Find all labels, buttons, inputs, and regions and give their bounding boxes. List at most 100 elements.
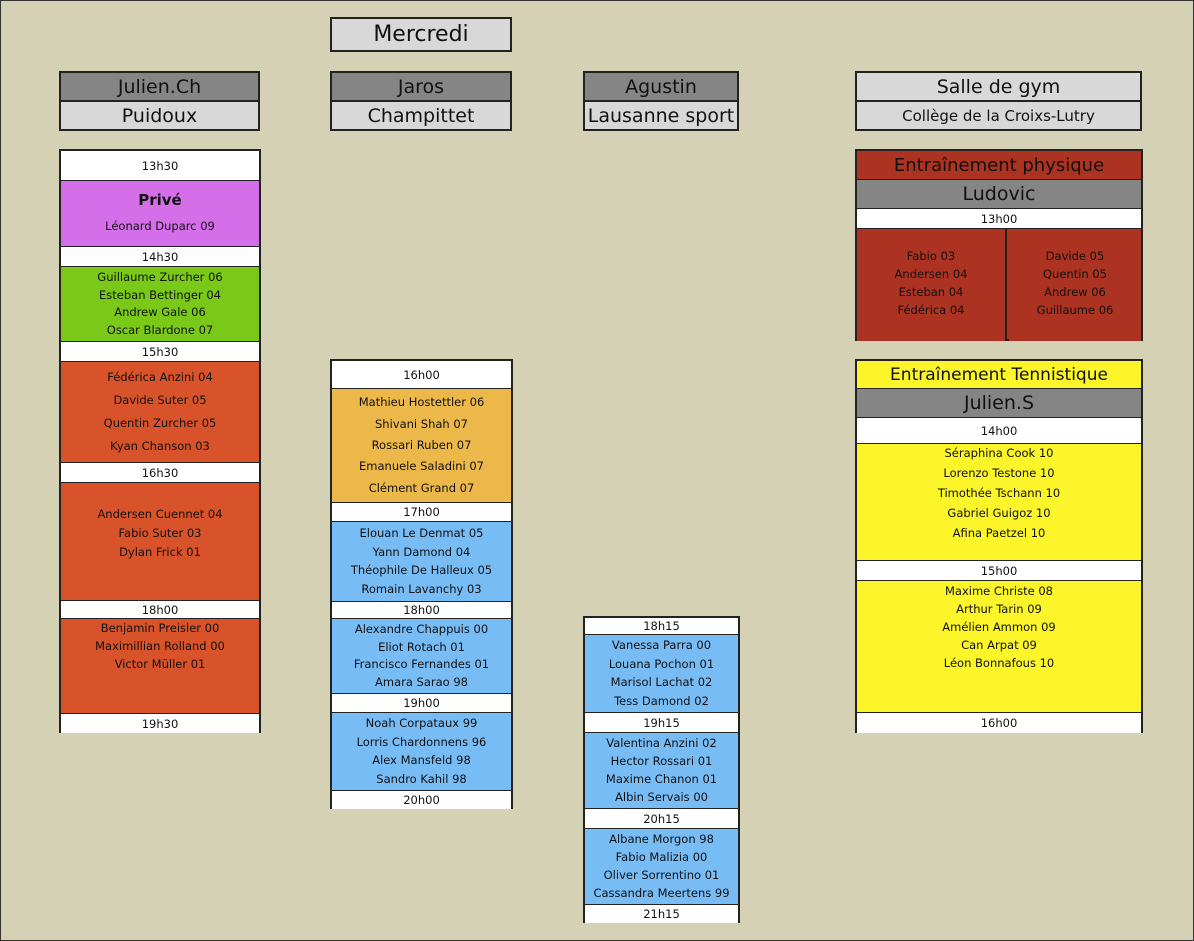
student-name: Noah Corpataux 99	[365, 716, 478, 731]
tennis-training-coach: Julien.S	[857, 389, 1141, 418]
student-name: Cassandra Meertens 99	[593, 886, 730, 900]
student-name: Alexandre Chappuis 00	[354, 621, 489, 636]
coach-header-agustin: Agustin	[583, 71, 739, 102]
student-name: Esteban Bettinger 04	[99, 287, 221, 302]
student-name: Valentina Anzini 02	[606, 736, 717, 750]
lesson-block[interactable]: Benjamin Preisler 00 Maximillian Rolland…	[61, 619, 259, 713]
student-name: Davide Suter 05	[113, 393, 207, 407]
lesson-block[interactable]: Valentina Anzini 02 Hector Rossari 01 Ma…	[585, 733, 738, 808]
student-name: Romain Lavanchy 03	[361, 582, 482, 597]
time-slot: 21h15	[585, 904, 738, 923]
physical-training-coach: Ludovic	[857, 180, 1141, 209]
time-slot: 17h00	[332, 502, 511, 522]
coach-header-jaros: Jaros	[330, 71, 512, 102]
student-name: Rossari Ruben 07	[371, 437, 472, 452]
student-name: Emanuele Saladini 07	[359, 459, 484, 474]
student-name: Maxime Christe 08	[944, 584, 1053, 598]
time-slot: 19h30	[61, 713, 259, 733]
tennis-training-title: Entraînement Tennistique	[857, 361, 1141, 389]
lesson-block[interactable]: Vanessa Parra 00 Louana Pochon 01 Mariso…	[585, 635, 738, 712]
student-name: Quentin Zurcher 05	[103, 416, 217, 430]
lesson-block[interactable]: Albane Morgon 98 Fabio Malizia 00 Oliver…	[585, 829, 738, 904]
student-name: Victor Müller 01	[114, 657, 206, 671]
student-name: Louana Pochon 01	[608, 656, 715, 671]
time-slot: 13h30	[61, 151, 259, 181]
time-slot: 15h30	[61, 341, 259, 362]
student-name: Shivani Shah 07	[375, 416, 468, 431]
student-name: Maxime Chanon 01	[605, 772, 718, 786]
lesson-block[interactable]: Fédérica Anzini 04 Davide Suter 05 Quent…	[61, 362, 259, 462]
student-name: Albane Morgon 98	[609, 832, 714, 846]
student-name: Mathieu Hostettler 06	[358, 395, 485, 410]
student-name: Vanessa Parra 00	[611, 638, 712, 653]
student-name: Tess Damond 02	[614, 693, 709, 708]
time-slot: 16h00	[332, 361, 511, 389]
time-slot: 13h00	[857, 209, 1141, 229]
time-slot: 20h00	[332, 790, 511, 809]
student-name: Fabio 03	[906, 249, 956, 263]
schedule-column-julien-ch: 13h30 Privé Léonard Duparc 09 14h30 Guil…	[59, 149, 261, 733]
time-slot: 18h00	[61, 600, 259, 619]
student-name: Eliot Rotach 01	[378, 639, 465, 654]
student-name: Oscar Blardone 07	[106, 323, 214, 338]
student-name: Arthur Tarin 09	[956, 602, 1042, 616]
student-name: Gabriel Guigoz 10	[947, 506, 1051, 520]
lesson-block[interactable]: Andersen Cuennet 04 Fabio Suter 03 Dylan…	[61, 483, 259, 600]
time-slot: 15h00	[857, 560, 1141, 581]
student-name: Amara Sarao 98	[375, 675, 468, 690]
student-name: Oliver Sorrentino 01	[603, 868, 720, 882]
student-name: Francisco Fernandes 01	[353, 657, 490, 672]
student-name: Léon Bonnafous 10	[943, 656, 1055, 670]
student-name: Théophile De Halleux 05	[350, 563, 493, 578]
student-name: Léonard Duparc 09	[105, 219, 215, 234]
place-header-puidoux: Puidoux	[59, 100, 260, 131]
student-name: Yann Damond 04	[372, 544, 471, 559]
time-slot: 18h15	[585, 618, 738, 635]
student-name: Benjamin Preisler 00	[100, 621, 220, 635]
student-name: Davide 05	[1045, 249, 1105, 263]
venue-header-college: Collège de la Croixs-Lutry	[855, 100, 1142, 131]
day-title: Mercredi	[330, 17, 512, 52]
student-name: Séraphina Cook 10	[944, 446, 1054, 460]
student-name: Guillaume 06	[1036, 303, 1114, 317]
student-name: Sandro Kahil 98	[376, 771, 467, 786]
lesson-block-prive[interactable]: Privé Léonard Duparc 09	[61, 181, 259, 246]
student-name: Albin Servais 00	[615, 790, 708, 804]
lesson-block[interactable]: Maxime Christe 08 Arthur Tarin 09 Amélie…	[857, 581, 1141, 712]
student-name: Fabio Malizia 00	[615, 850, 708, 864]
lesson-title: Privé	[138, 190, 182, 209]
lesson-block[interactable]: Séraphina Cook 10 Lorenzo Testone 10 Tim…	[857, 444, 1141, 560]
physical-training-block: Entraînement physique Ludovic 13h00 Fabi…	[855, 149, 1143, 341]
time-slot: 19h15	[585, 712, 738, 733]
lesson-block[interactable]: Guillaume Zurcher 06 Esteban Bettinger 0…	[61, 267, 259, 341]
time-slot: 20h15	[585, 808, 738, 829]
student-name: Clément Grand 07	[368, 480, 475, 495]
time-slot: 14h00	[857, 418, 1141, 444]
physical-group-right[interactable]: Davide 05 Quentin 05 Andrew 06 Guillaume…	[1009, 229, 1141, 341]
schedule-column-jaros: 16h00 Mathieu Hostettler 06 Shivani Shah…	[330, 359, 513, 809]
physical-group-left[interactable]: Fabio 03 Andersen 04 Esteban 04 Fédérica…	[857, 229, 1007, 341]
coach-header-julien-ch: Julien.Ch	[59, 71, 260, 102]
student-name: Guillaume Zurcher 06	[97, 269, 223, 284]
student-name: Elouan Le Denmat 05	[359, 525, 484, 540]
student-name: Lorenzo Testone 10	[943, 466, 1055, 480]
student-name: Maximillian Rolland 00	[95, 639, 225, 653]
physical-training-title: Entraînement physique	[857, 151, 1141, 180]
student-name: Andrew 06	[1044, 285, 1106, 299]
student-name: Dylan Frick 01	[119, 545, 201, 559]
student-name: Alex Mansfeld 98	[372, 753, 471, 768]
student-name: Andersen 04	[894, 267, 968, 281]
student-name: Fédérica 04	[897, 303, 965, 317]
time-slot: 18h00	[332, 601, 511, 619]
lesson-block[interactable]: Alexandre Chappuis 00 Eliot Rotach 01 Fr…	[332, 619, 511, 693]
place-header-lausanne-sport: Lausanne sport	[583, 100, 739, 131]
time-slot: 16h00	[857, 712, 1141, 733]
student-name: Marisol Lachat 02	[610, 675, 713, 690]
lesson-block[interactable]: Noah Corpataux 99 Lorris Chardonnens 96 …	[332, 713, 511, 790]
student-name: Fédérica Anzini 04	[107, 370, 213, 384]
time-slot: 19h00	[332, 693, 511, 713]
time-slot: 16h30	[61, 462, 259, 483]
lesson-block[interactable]: Elouan Le Denmat 05 Yann Damond 04 Théop…	[332, 522, 511, 601]
lesson-block[interactable]: Mathieu Hostettler 06 Shivani Shah 07 Ro…	[332, 389, 511, 502]
